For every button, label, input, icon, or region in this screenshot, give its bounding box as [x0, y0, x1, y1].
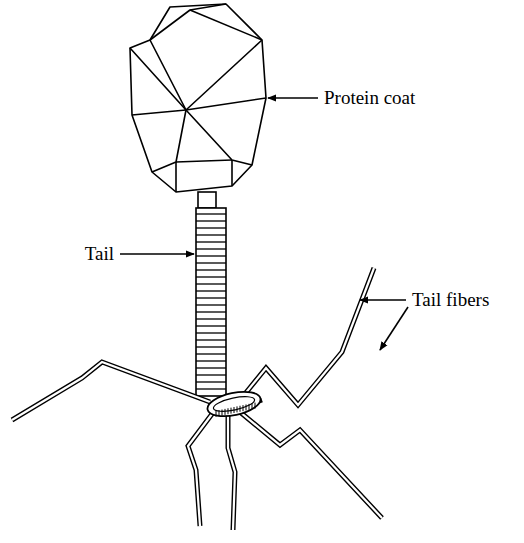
leader-line — [268, 97, 318, 99]
leader-line — [360, 299, 406, 301]
leader-lines — [120, 98, 408, 350]
leader-line — [380, 307, 408, 350]
protein-coat-head — [130, 4, 266, 192]
part-label: Tail — [85, 244, 114, 265]
tail-sheath — [196, 208, 226, 396]
leader-line — [120, 253, 194, 255]
tail-fibers — [12, 268, 382, 530]
base-plate — [205, 388, 262, 421]
part-label: Protein coat — [324, 88, 415, 109]
part-label: Tail fibers — [412, 290, 489, 311]
phage-neck — [198, 192, 216, 208]
